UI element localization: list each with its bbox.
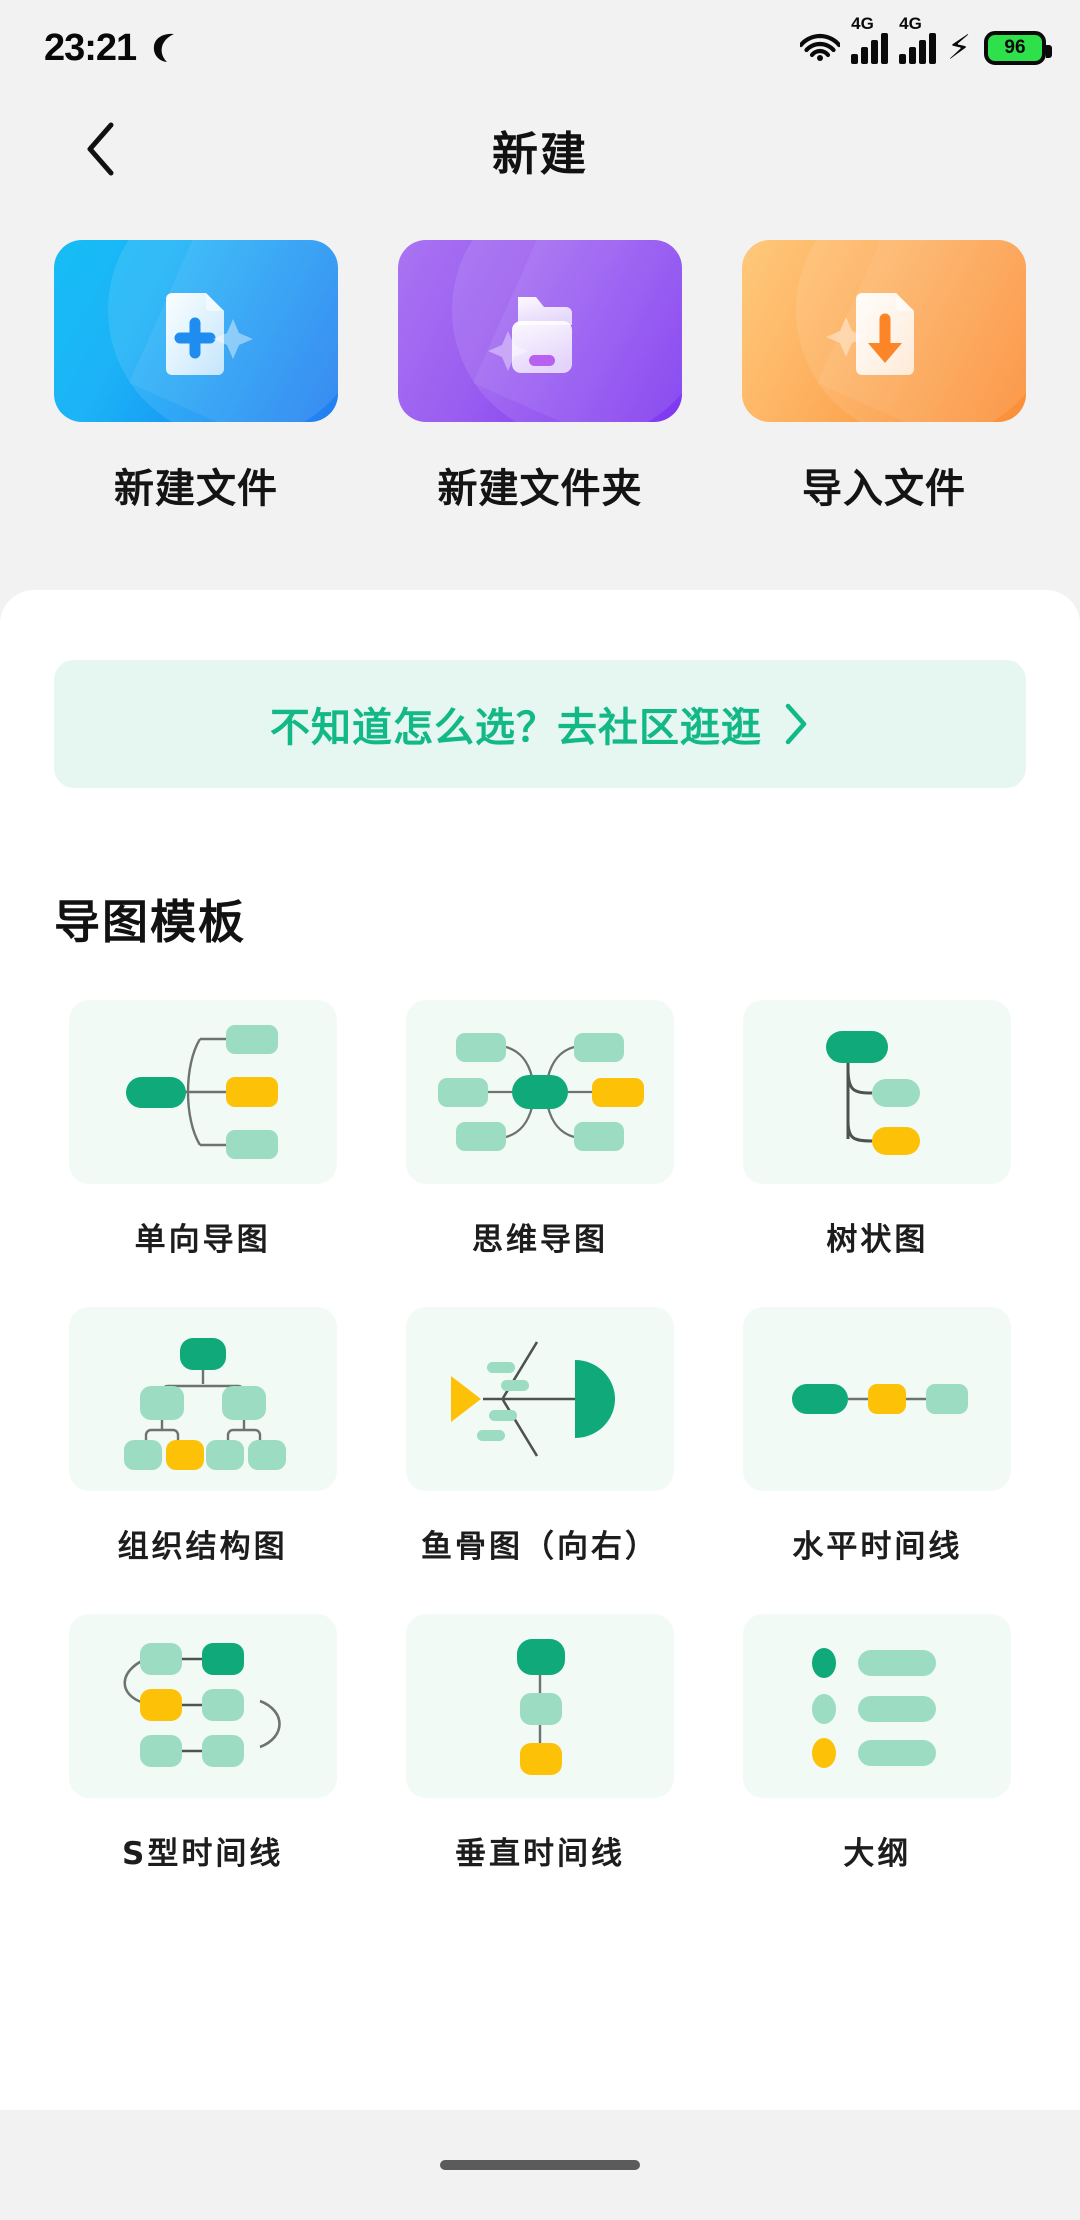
template-label: 垂直时间线 <box>454 1836 625 1872</box>
network-type-label-1: 4G <box>851 13 874 33</box>
template-card-horizontal-timeline[interactable]: 水平时间线 <box>729 1307 1026 1566</box>
outline-thumb <box>743 1614 1012 1798</box>
vertical-timeline-thumb <box>405 1614 674 1798</box>
template-label: 大纲 <box>843 1836 912 1872</box>
content-sheet: 不知道怎么选？去社区逛逛 导图模板 <box>0 590 1080 2110</box>
file-plus-icon <box>136 271 256 391</box>
action-import-file-label: 导入文件 <box>802 467 966 511</box>
action-new-folder-card[interactable] <box>398 240 682 422</box>
template-card-vertical-timeline[interactable]: 垂直时间线 <box>391 1614 688 1873</box>
home-indicator[interactable] <box>440 2160 640 2170</box>
signal-bars-sim2: 4G <box>899 14 937 64</box>
template-label: S型时间线 <box>122 1836 284 1872</box>
template-card-s-timeline[interactable]: S型时间线 <box>54 1614 351 1873</box>
template-card-mind-map[interactable]: 思维导图 <box>391 1000 688 1259</box>
template-card-outline[interactable]: 大纲 <box>729 1614 1026 1873</box>
tree-diagram-thumb <box>743 1000 1012 1184</box>
page-title: 新建 <box>492 128 588 180</box>
template-card-org-chart[interactable]: 组织结构图 <box>54 1307 351 1566</box>
org-chart-thumb <box>68 1307 337 1491</box>
action-new-folder-label: 新建文件夹 <box>437 467 643 511</box>
template-card-fishbone-right[interactable]: 鱼骨图（向右） <box>391 1307 688 1566</box>
status-bar: 23:21 4G <box>0 0 1080 96</box>
battery-level-label: 96 <box>1004 37 1026 58</box>
signal-bars-sim1: 4G <box>851 14 889 64</box>
template-label: 组织结构图 <box>117 1529 288 1565</box>
action-new-file-card[interactable] <box>54 240 338 422</box>
folder-plus-icon <box>480 271 600 391</box>
lightning-bolt-icon: ⚡ <box>947 29 971 67</box>
template-label: 单向导图 <box>134 1222 271 1258</box>
s-timeline-thumb <box>68 1614 337 1798</box>
system-navigation-bar <box>0 2110 1080 2220</box>
template-label: 思维导图 <box>471 1222 608 1258</box>
horizontal-timeline-thumb <box>743 1307 1012 1491</box>
template-card-tree-diagram[interactable]: 树状图 <box>729 1000 1026 1259</box>
fishbone-right-thumb <box>405 1307 674 1491</box>
templates-section-title: 导图模板 <box>54 896 246 948</box>
file-download-icon <box>824 271 944 391</box>
status-time: 23:21 <box>44 26 137 69</box>
community-banner[interactable]: 不知道怎么选？去社区逛逛 <box>54 660 1026 788</box>
battery-icon: 96 <box>984 31 1052 65</box>
action-import-file-card[interactable] <box>742 240 1026 422</box>
status-bar-left: 23:21 <box>44 27 184 70</box>
back-button[interactable] <box>70 121 130 181</box>
wifi-icon <box>799 30 842 67</box>
template-label: 鱼骨图（向右） <box>420 1529 659 1565</box>
action-new-file[interactable]: 新建文件 <box>54 240 338 514</box>
status-bar-right: 4G 4G ⚡ 96 <box>799 14 1052 67</box>
template-card-one-way-map[interactable]: 单向导图 <box>54 1000 351 1259</box>
network-type-label-2: 4G <box>899 13 922 33</box>
one-way-map-thumb <box>68 1000 337 1184</box>
moon-icon <box>150 31 184 65</box>
chevron-left-icon <box>83 121 117 182</box>
community-banner-text: 不知道怎么选？去社区逛逛 <box>270 706 762 750</box>
quick-actions: 新建文件 <box>0 240 1080 514</box>
action-new-folder[interactable]: 新建文件夹 <box>398 240 682 514</box>
template-label: 树状图 <box>826 1222 929 1258</box>
template-grid: 单向导图 <box>0 1000 1080 1873</box>
navigation-bar: 新建 <box>0 96 1080 206</box>
action-new-file-label: 新建文件 <box>114 467 278 511</box>
template-label: 水平时间线 <box>792 1529 963 1565</box>
chevron-right-icon <box>782 702 810 746</box>
mind-map-thumb <box>405 1000 674 1184</box>
action-import-file[interactable]: 导入文件 <box>742 240 1026 514</box>
